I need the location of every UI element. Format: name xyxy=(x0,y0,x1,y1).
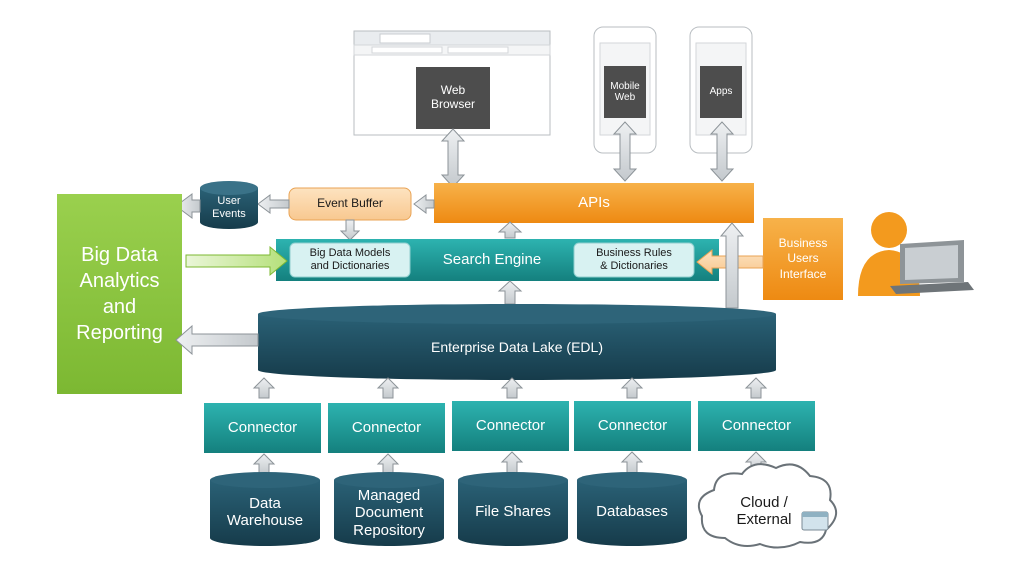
search-engine-label: Search Engine xyxy=(442,251,542,269)
user-events-cylinder xyxy=(200,181,258,229)
rules-box xyxy=(573,242,695,278)
source-label-data-warehouse: Data Warehouse xyxy=(226,494,304,529)
web-browser-window xyxy=(353,30,551,136)
source-label-document-repository: Managed Document Repository xyxy=(353,487,425,539)
connector-box-5 xyxy=(698,401,815,451)
arrow-mobile-apis xyxy=(612,121,638,182)
arrows-connectors-edl xyxy=(252,377,768,399)
rules-label: Business Rules & Dictionaries xyxy=(596,247,672,272)
connector-box-3 xyxy=(452,401,569,451)
person-laptop-icon xyxy=(858,212,974,296)
models-label: Big Data Models and Dictionaries xyxy=(309,247,391,272)
arrow-userevents-analytics xyxy=(175,193,201,219)
source-cylinder-4 xyxy=(577,472,687,546)
event-buffer-label: Event Buffer xyxy=(317,196,383,211)
apis-bar xyxy=(434,183,754,223)
mobile-phone-right xyxy=(689,26,753,154)
arrow-apps-apis xyxy=(709,121,735,182)
analytics-box xyxy=(57,194,182,394)
arrow-edl-apis xyxy=(719,222,745,309)
connector-box-1 xyxy=(204,403,321,453)
source-label-file-shares: File Shares xyxy=(475,503,551,521)
business-ui-box xyxy=(763,218,843,300)
arrow-search-apis xyxy=(497,221,523,239)
arrow-edl-search xyxy=(497,280,523,305)
connector-box-4 xyxy=(574,401,691,451)
connector-label-1: Connector xyxy=(227,419,298,437)
arrow-edl-analytics xyxy=(175,324,259,356)
mobile-phone-left xyxy=(593,26,657,154)
data-lake-label: Enterprise Data Lake (EDL) xyxy=(431,338,603,355)
models-box xyxy=(289,242,411,278)
business-ui-label: Business Users Interface xyxy=(778,235,828,281)
analytics-label: Big Data Analytics and Reporting xyxy=(76,244,163,344)
source-label-cloud: Cloud / External xyxy=(736,493,792,528)
user-events-label: User Events xyxy=(212,195,246,220)
cloud-shape xyxy=(698,463,837,549)
arrow-eventbuffer-userevents xyxy=(257,194,290,214)
apis-label: APIs xyxy=(578,194,610,212)
mobile-web-label: Mobile Web xyxy=(610,80,640,104)
connector-label-3: Connector xyxy=(475,417,546,435)
arrows-sources-connectors xyxy=(252,451,768,475)
arrow-analytics-models xyxy=(185,245,288,277)
arrow-apis-eventbuffer xyxy=(413,194,435,214)
source-cylinder-1 xyxy=(210,472,320,546)
apps-label: Apps xyxy=(709,86,733,98)
connector-label-5: Connector xyxy=(721,417,792,435)
source-cylinder-2 xyxy=(334,472,444,546)
connector-label-2: Connector xyxy=(351,419,422,437)
data-lake-cylinder xyxy=(258,304,776,380)
arrow-eventbuffer-search xyxy=(339,219,361,241)
arrow-browser-apis xyxy=(440,128,466,188)
connector-box-2 xyxy=(328,403,445,453)
source-cylinder-3 xyxy=(458,472,568,546)
connector-label-4: Connector xyxy=(597,417,668,435)
web-browser-label: Web Browser xyxy=(430,83,475,111)
source-label-databases: Databases xyxy=(596,503,668,521)
